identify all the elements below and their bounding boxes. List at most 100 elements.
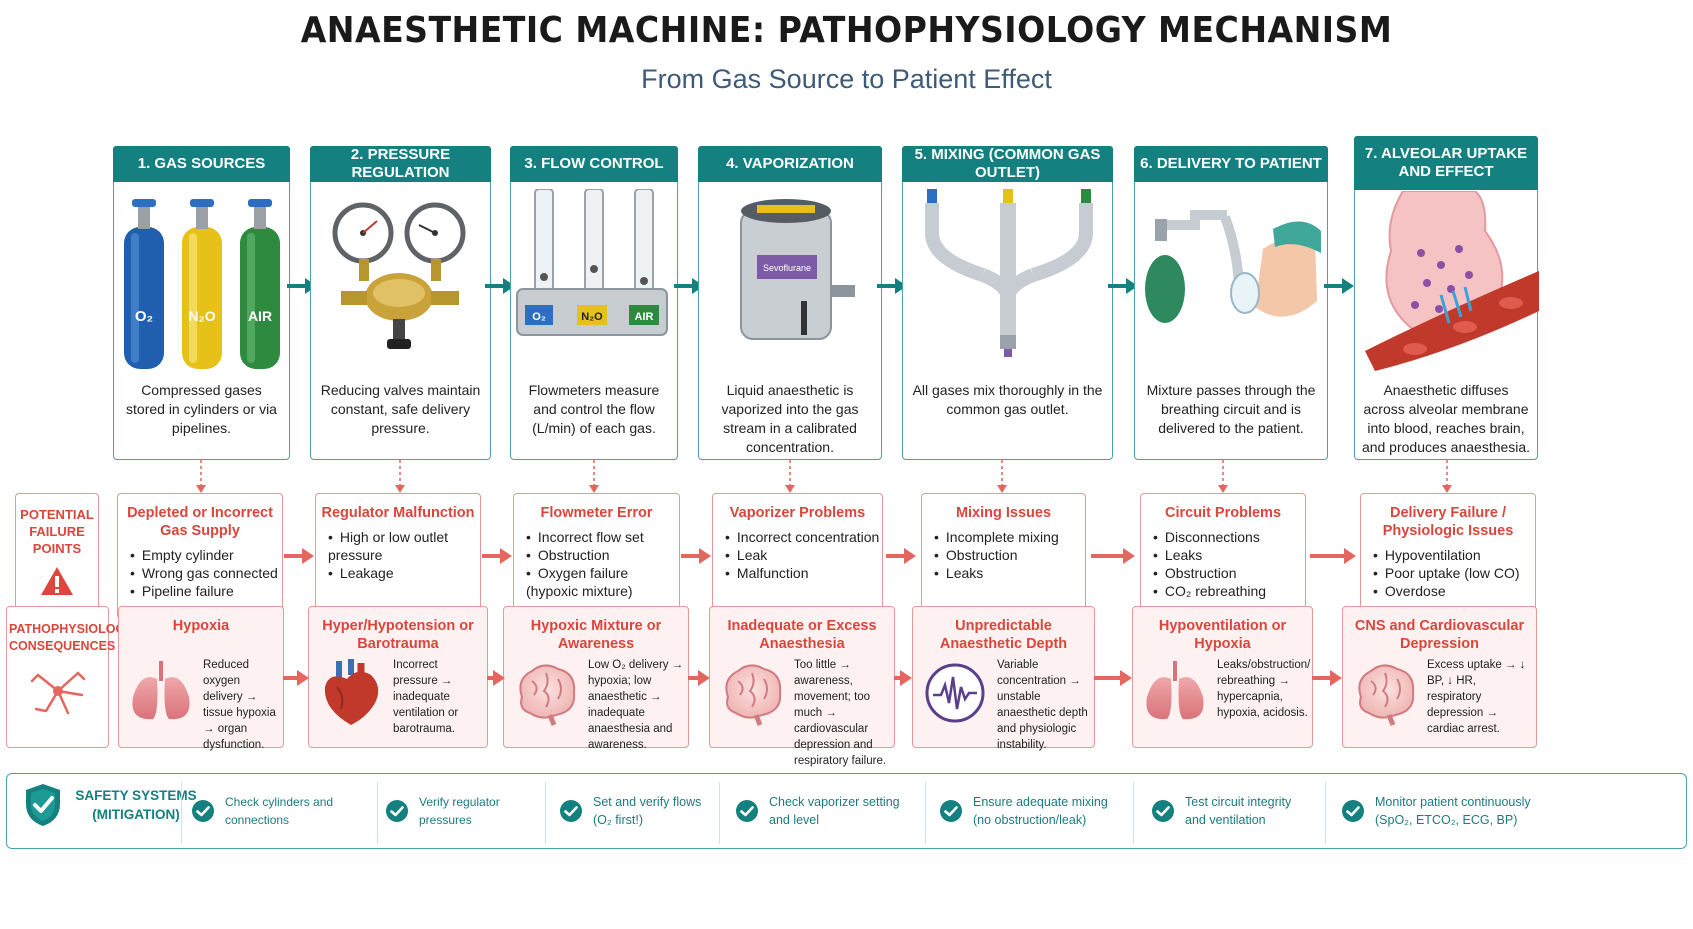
- stage-title: 2. PRESSURE REGULATION: [310, 146, 491, 182]
- failure-title: Circuit Problems: [1141, 504, 1305, 522]
- red-arrow-icon: [688, 670, 710, 686]
- safety-item-text: Check cylinders and connections: [225, 793, 373, 829]
- failure-box-delivery: Delivery Failure / Physiologic Issues Hy…: [1360, 493, 1536, 619]
- safety-item: Ensure adequate mixing (no obstruction/l…: [939, 782, 1129, 840]
- failure-item: Pipeline failure: [130, 582, 282, 600]
- failure-box-vaporizer: Vaporizer Problems Incorrect concentrati…: [712, 493, 883, 619]
- stage-title: 4. VAPORIZATION: [698, 146, 882, 182]
- safety-item: Monitor patient continuously (SpO₂, ETCO…: [1341, 782, 1541, 840]
- consequence-text: Leaks/obstruction/ rebreathing → hyperca…: [1217, 657, 1308, 721]
- safety-item: Verify regulator pressures: [385, 782, 547, 840]
- failure-item: Overdose: [1373, 582, 1535, 600]
- red-arrow-icon: [284, 548, 314, 564]
- consequence-title: Hyper/Hypotension or Barotrauma: [309, 617, 487, 653]
- safety-item-text: Set and verify flows (O₂ first!): [593, 793, 705, 829]
- stage-title: 5. MIXING (COMMON GAS OUTLET): [902, 146, 1113, 182]
- failure-item: Malfunction: [725, 564, 882, 582]
- failure-item: Leakage: [328, 564, 468, 582]
- failure-title: Depleted or Incorrect Gas Supply: [118, 504, 282, 540]
- gas-cylinders-icon: O₂ N₂O AIR: [114, 189, 291, 389]
- consequence-text: Excess uptake → ↓ BP, ↓ HR, respiratory …: [1427, 657, 1532, 737]
- failure-title: Mixing Issues: [922, 504, 1085, 522]
- failure-title: Regulator Malfunction: [316, 504, 480, 522]
- consequence-box-pressure: Hyper/Hypotension or Barotrauma Incorrec…: [308, 606, 488, 748]
- o2-flow-label: O₂: [532, 311, 546, 323]
- stage-description: Flowmeters measure and control the flow …: [517, 381, 671, 438]
- red-arrow-icon: [1312, 670, 1342, 686]
- down-connector-icon: [195, 460, 207, 494]
- shield-check-icon: [23, 782, 63, 828]
- failure-item: Empty cylinder: [130, 546, 282, 564]
- pressure-regulator-icon: [311, 189, 492, 389]
- safety-item: Set and verify flows (O₂ first!): [559, 782, 719, 840]
- red-arrow-icon: [482, 548, 512, 564]
- consequences-label: PATHOPHYSIOLOGIC CONSEQUENCES: [6, 606, 109, 748]
- red-arrow-icon: [1091, 548, 1135, 564]
- lungs-icon: [127, 657, 195, 729]
- consequence-text: Low O₂ delivery → hypoxia; low anaesthet…: [588, 657, 684, 753]
- failure-item: Obstruction: [1153, 564, 1305, 582]
- check-circle-icon: [735, 799, 759, 823]
- air-flow-label: AIR: [635, 311, 654, 323]
- flowmeter-icon: O₂ N₂O AIR: [511, 189, 679, 389]
- stage-description: Mixture passes through the breathing cir…: [1141, 381, 1321, 438]
- lungs-icon: [1141, 657, 1209, 729]
- brain-icon: [718, 657, 786, 729]
- safety-item-text: Ensure adequate mixing (no obstruction/l…: [973, 793, 1113, 829]
- red-arrow-icon: [1310, 548, 1356, 564]
- consequence-title: Unpredictable Anaesthetic Depth: [913, 617, 1094, 653]
- n2o-flow-label: N₂O: [581, 311, 603, 323]
- stage-description: Compressed gases stored in cylinders or …: [120, 381, 283, 438]
- failure-item: Leak: [725, 546, 882, 564]
- failure-box-regulator: Regulator Malfunction High or low outlet…: [315, 493, 481, 619]
- stage-card-gas-sources: 1. GAS SOURCES O₂ N₂O AIR Compressed gas…: [113, 146, 290, 460]
- stage-card-mixing: 5. MIXING (COMMON GAS OUTLET) All gases …: [902, 146, 1113, 460]
- safety-item: Test circuit integrity and ventilation: [1151, 782, 1331, 840]
- down-connector-icon: [1217, 460, 1229, 494]
- consequence-box-cns-depression: CNS and Cardiovascular Depression Excess…: [1342, 606, 1537, 748]
- failure-title: Vaporizer Problems: [713, 504, 882, 522]
- flow-arrow-icon: [1324, 278, 1354, 294]
- waveform-icon: [921, 657, 989, 729]
- check-circle-icon: [1341, 799, 1365, 823]
- consequence-box-hypoxia: Hypoxia Reduced oxygen delivery → tissue…: [118, 606, 284, 748]
- alveolus-icon: [1355, 191, 1539, 371]
- stage-card-delivery: 6. DELIVERY TO PATIENT Mixture passes th…: [1134, 146, 1328, 460]
- check-circle-icon: [385, 799, 409, 823]
- check-circle-icon: [559, 799, 583, 823]
- consequence-title: Inadequate or Excess Anaesthesia: [710, 617, 894, 653]
- safety-item-text: Test circuit integrity and ventilation: [1185, 793, 1315, 829]
- vaporizer-agent-label: Sevoflurane: [763, 263, 811, 273]
- failure-item: Incorrect concentration: [725, 528, 882, 546]
- consequence-title: Hypoventilation or Hypoxia: [1133, 617, 1312, 653]
- o2-cylinder-label: O₂: [135, 308, 153, 325]
- failure-item: Incorrect flow set: [526, 528, 674, 546]
- failure-box-gas-supply: Depleted or Incorrect Gas Supply Empty c…: [117, 493, 283, 619]
- safety-item-text: Verify regulator pressures: [419, 793, 547, 829]
- failure-item: Incomplete mixing: [934, 528, 1085, 546]
- safety-item-text: Monitor patient continuously (SpO₂, ETCO…: [1375, 793, 1531, 829]
- red-arrow-icon: [681, 548, 711, 564]
- consequence-box-hypoxic-mixture: Hypoxic Mixture or Awareness Low O₂ deli…: [503, 606, 689, 748]
- brain-icon: [1351, 657, 1419, 729]
- stage-card-alveolar-uptake: 7. ALVEOLAR UPTAKE AND EFFECT Anaestheti…: [1354, 136, 1538, 460]
- vaporizer-icon: Sevoflurane: [699, 189, 883, 389]
- failure-points-label: POTENTIAL FAILURE POINTS: [15, 493, 99, 619]
- failure-item: CO₂ rebreathing: [1153, 582, 1305, 600]
- consequence-text: Reduced oxygen delivery → tissue hypoxia…: [203, 657, 279, 753]
- air-cylinder-label: AIR: [248, 308, 272, 324]
- consequences-label-text: PATHOPHYSIOLOGIC CONSEQUENCES: [7, 621, 108, 655]
- stage-title: 6. DELIVERY TO PATIENT: [1134, 146, 1328, 182]
- down-connector-icon: [394, 460, 406, 494]
- stage-description: Anaesthetic diffuses across alveolar mem…: [1361, 381, 1531, 457]
- safety-label: SAFETY SYSTEMS (MITIGATION): [23, 782, 199, 840]
- page-subtitle: From Gas Source to Patient Effect: [0, 64, 1693, 95]
- consequence-box-hypoventilation: Hypoventilation or Hypoxia Leaks/obstruc…: [1132, 606, 1313, 748]
- consequence-text: Variable concentration → unstable anaest…: [997, 657, 1090, 753]
- stage-title: 7. ALVEOLAR UPTAKE AND EFFECT: [1354, 136, 1538, 190]
- safety-systems-bar: SAFETY SYSTEMS (MITIGATION) Check cylind…: [6, 773, 1687, 849]
- safety-item-text: Check vaporizer setting and level: [769, 793, 909, 829]
- failure-item: Hypoventilation: [1373, 546, 1535, 564]
- consequence-text: Incorrect pressure → inadequate ventilat…: [393, 657, 483, 737]
- stage-card-flow-control: 3. FLOW CONTROL O₂ N₂O AIR Flowmeters me…: [510, 146, 678, 460]
